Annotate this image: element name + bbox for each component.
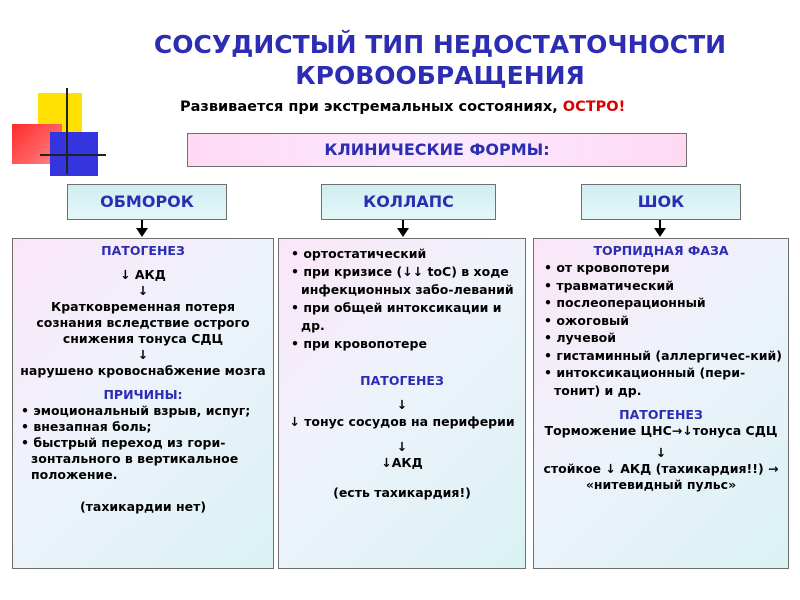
horizontal-line (40, 154, 106, 156)
subtitle-accent: ОСТРО! (563, 99, 625, 115)
list-item: • от кровопотери (540, 259, 782, 277)
arrow-down-icon: ↓ (287, 397, 517, 413)
list-item: • послеоперационный (540, 294, 782, 312)
pathogenesis-step: Кратковременная потеря сознания вследств… (17, 299, 269, 347)
list-item: • ожоговый (540, 312, 782, 330)
pathogenesis-step: стойкое ↓ АКД (тахикардия!!) → «нитевидн… (540, 461, 782, 493)
pathogenesis-step: Торможение ЦНС→↓тонуса СДЦ (540, 423, 782, 439)
causes-title: ПРИЧИНЫ: (17, 387, 269, 403)
decorative-logo (8, 88, 118, 178)
arrow-down-icon (141, 220, 143, 230)
page-title-line2: КРОВООБРАЩЕНИЯ (130, 60, 750, 91)
form-header-faint: ОБМОРОК (67, 184, 227, 220)
pathogenesis-title: ПАТОГЕНЕЗ (540, 407, 782, 423)
form-header-shock: ШОК (581, 184, 741, 220)
list-item: • эмоциональный взрыв, испуг; (17, 403, 269, 419)
list-item: • лучевой (540, 329, 782, 347)
list-item: • внезапная боль; (17, 419, 269, 435)
pathogenesis-title: ПАТОГЕНЕЗ (17, 243, 269, 259)
faint-details-panel: ПАТОГЕНЕЗ ↓ АКД ↓ Кратковременная потеря… (12, 238, 274, 569)
note: (есть тахикардия!) (287, 485, 517, 501)
pathogenesis-step: ↓АКД (287, 455, 517, 471)
list-item: • гистаминный (аллергичес-кий) (540, 347, 782, 365)
list-item: • при кровопотере (287, 335, 517, 353)
subtitle-text: Развивается при экстремальных состояниях… (180, 99, 563, 115)
list-item: • травматический (540, 277, 782, 295)
pathogenesis-step: ↓ тонус сосудов на периферии (287, 413, 517, 431)
arrow-down-icon (402, 220, 404, 230)
list-item: • при общей интоксикации и др. (287, 299, 517, 335)
collapse-details-panel: • ортостатический • при кризисе (↓↓ toC)… (278, 238, 526, 569)
arrow-down-icon: ↓ (540, 445, 782, 461)
arrow-down-icon: ↓ (17, 283, 269, 299)
list-item: • ортостатический (287, 245, 517, 263)
form-header-collapse: КОЛЛАПС (321, 184, 496, 220)
clinical-forms-box: КЛИНИЧЕСКИЕ ФОРМЫ: (187, 133, 687, 167)
arrow-down-icon: ↓ (287, 439, 517, 455)
list-item: • быстрый переход из гори-зонтального в … (17, 435, 269, 483)
vertical-line (66, 88, 68, 174)
arrow-down-icon: ↓ (17, 347, 269, 363)
list-item: • при кризисе (↓↓ toC) в ходе инфекционн… (287, 263, 517, 299)
note: (тахикардии нет) (17, 499, 269, 515)
arrow-down-icon (659, 220, 661, 230)
list-item: • интоксикационный (пери-тонит) и др. (540, 364, 782, 399)
shock-details-panel: ТОРПИДНАЯ ФАЗА • от кровопотери • травма… (533, 238, 789, 569)
pathogenesis-title: ПАТОГЕНЕЗ (287, 373, 517, 389)
subtitle: Развивается при экстремальных состояниях… (180, 99, 700, 115)
pathogenesis-step: ↓ АКД (17, 267, 269, 283)
phase-title: ТОРПИДНАЯ ФАЗА (540, 243, 782, 259)
page-title-line1: СОСУДИСТЫЙ ТИП НЕДОСТАТОЧНОСТИ (130, 29, 750, 60)
pathogenesis-step: нарушено кровоснабжение мозга (17, 363, 269, 379)
